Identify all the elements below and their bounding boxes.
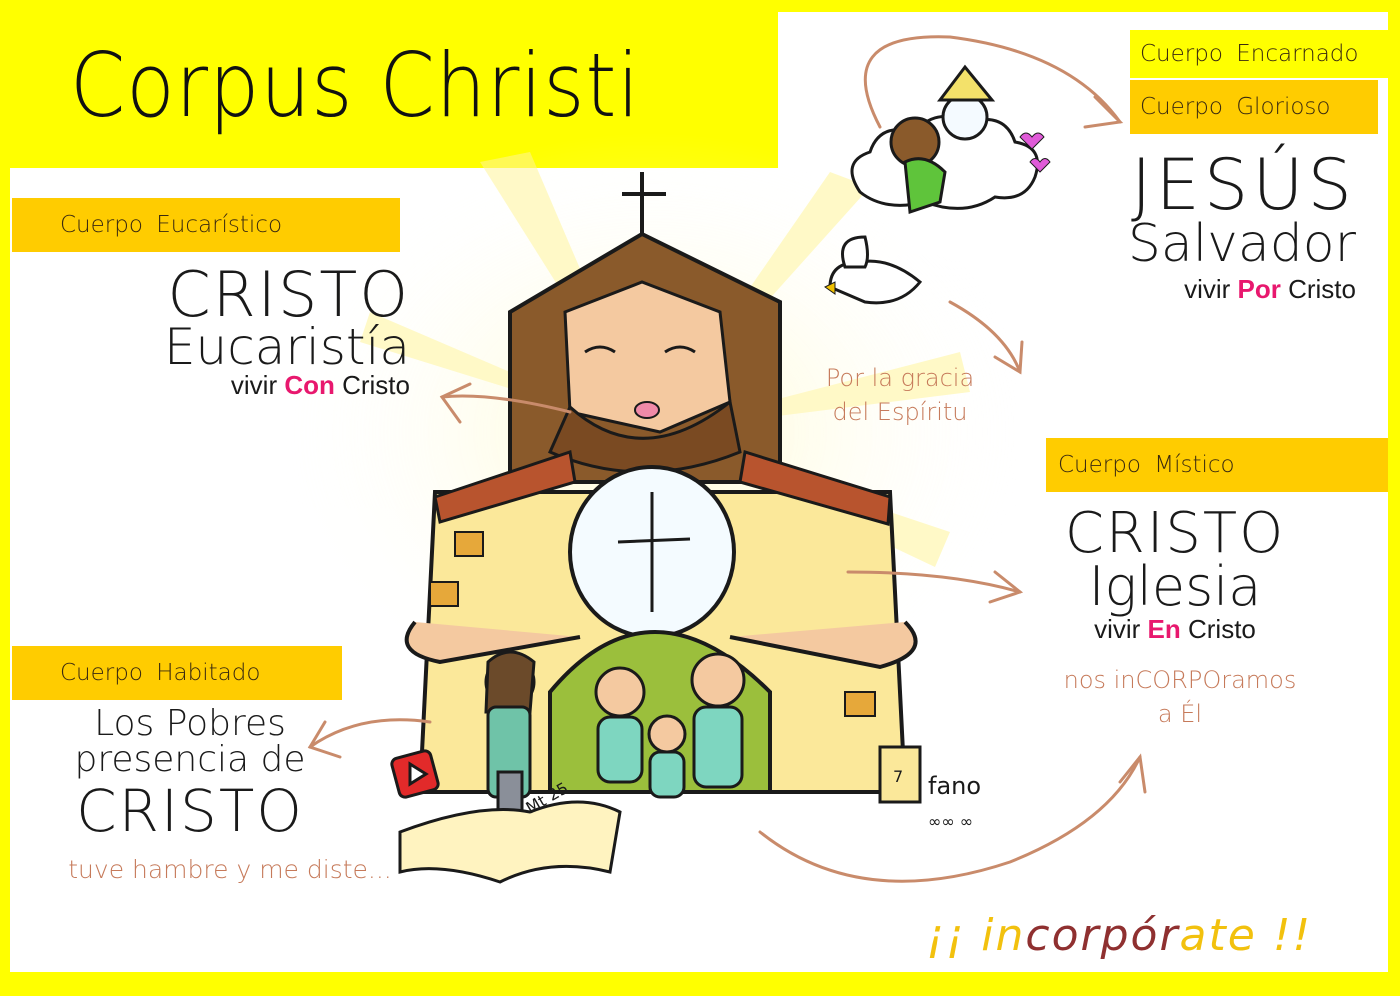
- heading-cristo: CRISTO: [1064, 501, 1286, 566]
- highlight-con: Con: [284, 370, 335, 400]
- heading-cristo: CRISTO: [167, 258, 410, 331]
- open-book: [398, 800, 622, 884]
- eucaristico-text-block: CRISTO Eucaristía vivir Con Cristo: [163, 258, 410, 400]
- page-title: Corpus Christi: [70, 34, 641, 137]
- highlight-en: En: [1147, 614, 1181, 644]
- flow-arrows: [307, 35, 1147, 883]
- vivir-en-cristo: vivir En Cristo: [1094, 614, 1256, 644]
- mistico-text-block: CRISTO Iglesia vivir En Cristo: [1040, 501, 1310, 644]
- red-sign: [390, 749, 440, 799]
- vivir-con-cristo: vivir Con Cristo: [230, 370, 410, 400]
- label-cuerpo-eucaristico: Cuerpo Eucarístico: [12, 198, 400, 252]
- label-text: Cuerpo Habitado: [60, 660, 261, 686]
- spirit-note: Por la gracia del Espíritu: [825, 364, 975, 426]
- family-figures: [594, 652, 746, 799]
- poster-canvas: Corpus Christi: [10, 12, 1388, 972]
- church-jesus-illustration: Mt 25 7 fano ∞∞ ∞: [270, 35, 1147, 884]
- subheading-iglesia: Iglesia: [1088, 555, 1262, 618]
- host-cross-icon: [617, 492, 691, 612]
- habitado-note: tuve hambre y me diste...: [68, 855, 392, 884]
- line-los-pobres: Los Pobres: [94, 703, 286, 744]
- mistico-note: nos inCORPOramos a Él: [1063, 666, 1297, 728]
- heading-cristo: CRISTO: [76, 777, 304, 845]
- label-text: Cuerpo Eucarístico: [60, 212, 283, 238]
- label-cuerpo-encarnado: Cuerpo Encarnado: [1130, 30, 1388, 78]
- highlight-por: Por: [1237, 274, 1281, 304]
- subheading-eucaristia: Eucaristía: [163, 318, 410, 376]
- slogan-incorporate: ¡¡ incorpórate !!: [926, 910, 1313, 961]
- label-text: Cuerpo Encarnado: [1140, 41, 1359, 67]
- heading-jesus: JESÚS: [1131, 144, 1356, 226]
- door-number: 7: [893, 767, 903, 786]
- title-block: Corpus Christi: [10, 12, 778, 168]
- holy-spirit-dove-icon: [824, 235, 923, 305]
- artist-signature: fano: [928, 772, 981, 800]
- vivir-por-cristo: vivir Por Cristo: [1184, 274, 1356, 304]
- label-cuerpo-glorioso: Cuerpo Glorioso: [1130, 80, 1378, 134]
- subheading-salvador: Salvador: [1127, 214, 1356, 274]
- label-text: Cuerpo Glorioso: [1140, 94, 1331, 120]
- svg-text:∞∞ ∞: ∞∞ ∞: [928, 812, 973, 831]
- label-text: Cuerpo Místico: [1058, 452, 1235, 478]
- label-cuerpo-mistico: Cuerpo Místico: [1046, 438, 1388, 492]
- line-presencia-de: presencia de: [74, 739, 306, 780]
- habitado-text-block: Los Pobres presencia de CRISTO: [70, 703, 310, 845]
- poor-man-figure: [484, 650, 536, 844]
- cross-icon: [622, 172, 666, 237]
- label-cuerpo-habitado: Cuerpo Habitado: [12, 646, 342, 700]
- cloud-heaven-figures: [850, 64, 1051, 215]
- glorioso-text-block: JESÚS Salvador vivir Por Cristo: [1128, 150, 1356, 302]
